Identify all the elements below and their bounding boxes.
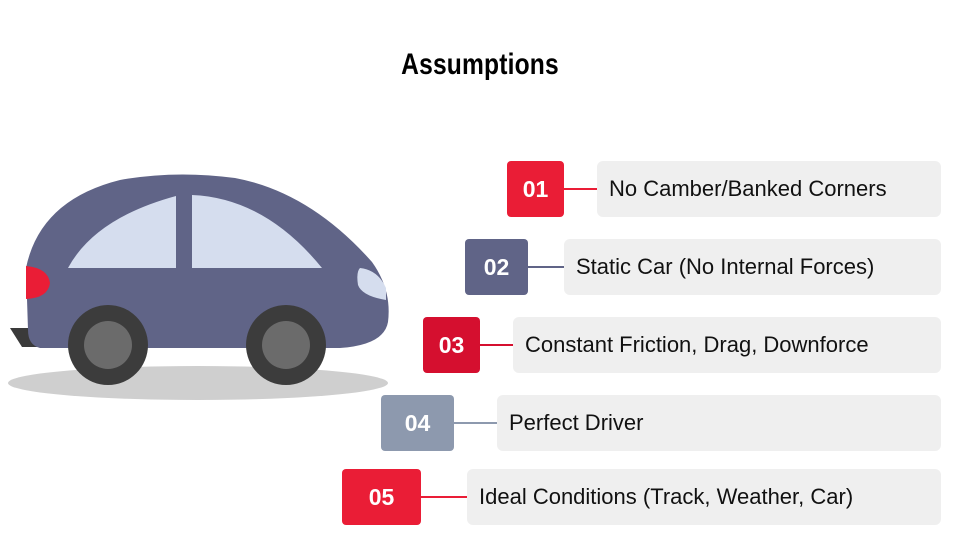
item-number-badge: 05 bbox=[342, 469, 421, 525]
car-head-light bbox=[357, 268, 386, 300]
list-item: 01 No Camber/Banked Corners bbox=[507, 161, 941, 217]
item-text: Constant Friction, Drag, Downforce bbox=[513, 317, 941, 373]
car-wheel-front bbox=[246, 305, 326, 385]
connector-line bbox=[480, 344, 513, 346]
car-icon bbox=[8, 174, 389, 400]
car-tail-light bbox=[26, 266, 50, 299]
car-window-rear bbox=[68, 196, 176, 268]
list-item: 02 Static Car (No Internal Forces) bbox=[465, 239, 941, 295]
item-text: Ideal Conditions (Track, Weather, Car) bbox=[467, 469, 941, 525]
item-text: Perfect Driver bbox=[497, 395, 941, 451]
car-window-front bbox=[192, 195, 322, 268]
car-shadow bbox=[8, 366, 388, 400]
connector-line bbox=[564, 188, 597, 190]
list-item: 05 Ideal Conditions (Track, Weather, Car… bbox=[342, 469, 941, 525]
item-number-badge: 01 bbox=[507, 161, 564, 217]
connector-line bbox=[528, 266, 564, 268]
connector-line bbox=[454, 422, 497, 424]
connector-line bbox=[421, 496, 467, 498]
page-title: Assumptions bbox=[401, 48, 559, 81]
item-text: Static Car (No Internal Forces) bbox=[564, 239, 941, 295]
item-number-badge: 02 bbox=[465, 239, 528, 295]
list-item: 04 Perfect Driver bbox=[381, 395, 941, 451]
car-wheel-rear bbox=[68, 305, 148, 385]
list-item: 03 Constant Friction, Drag, Downforce bbox=[423, 317, 941, 373]
item-number-badge: 04 bbox=[381, 395, 454, 451]
item-text: No Camber/Banked Corners bbox=[597, 161, 941, 217]
item-number-badge: 03 bbox=[423, 317, 480, 373]
